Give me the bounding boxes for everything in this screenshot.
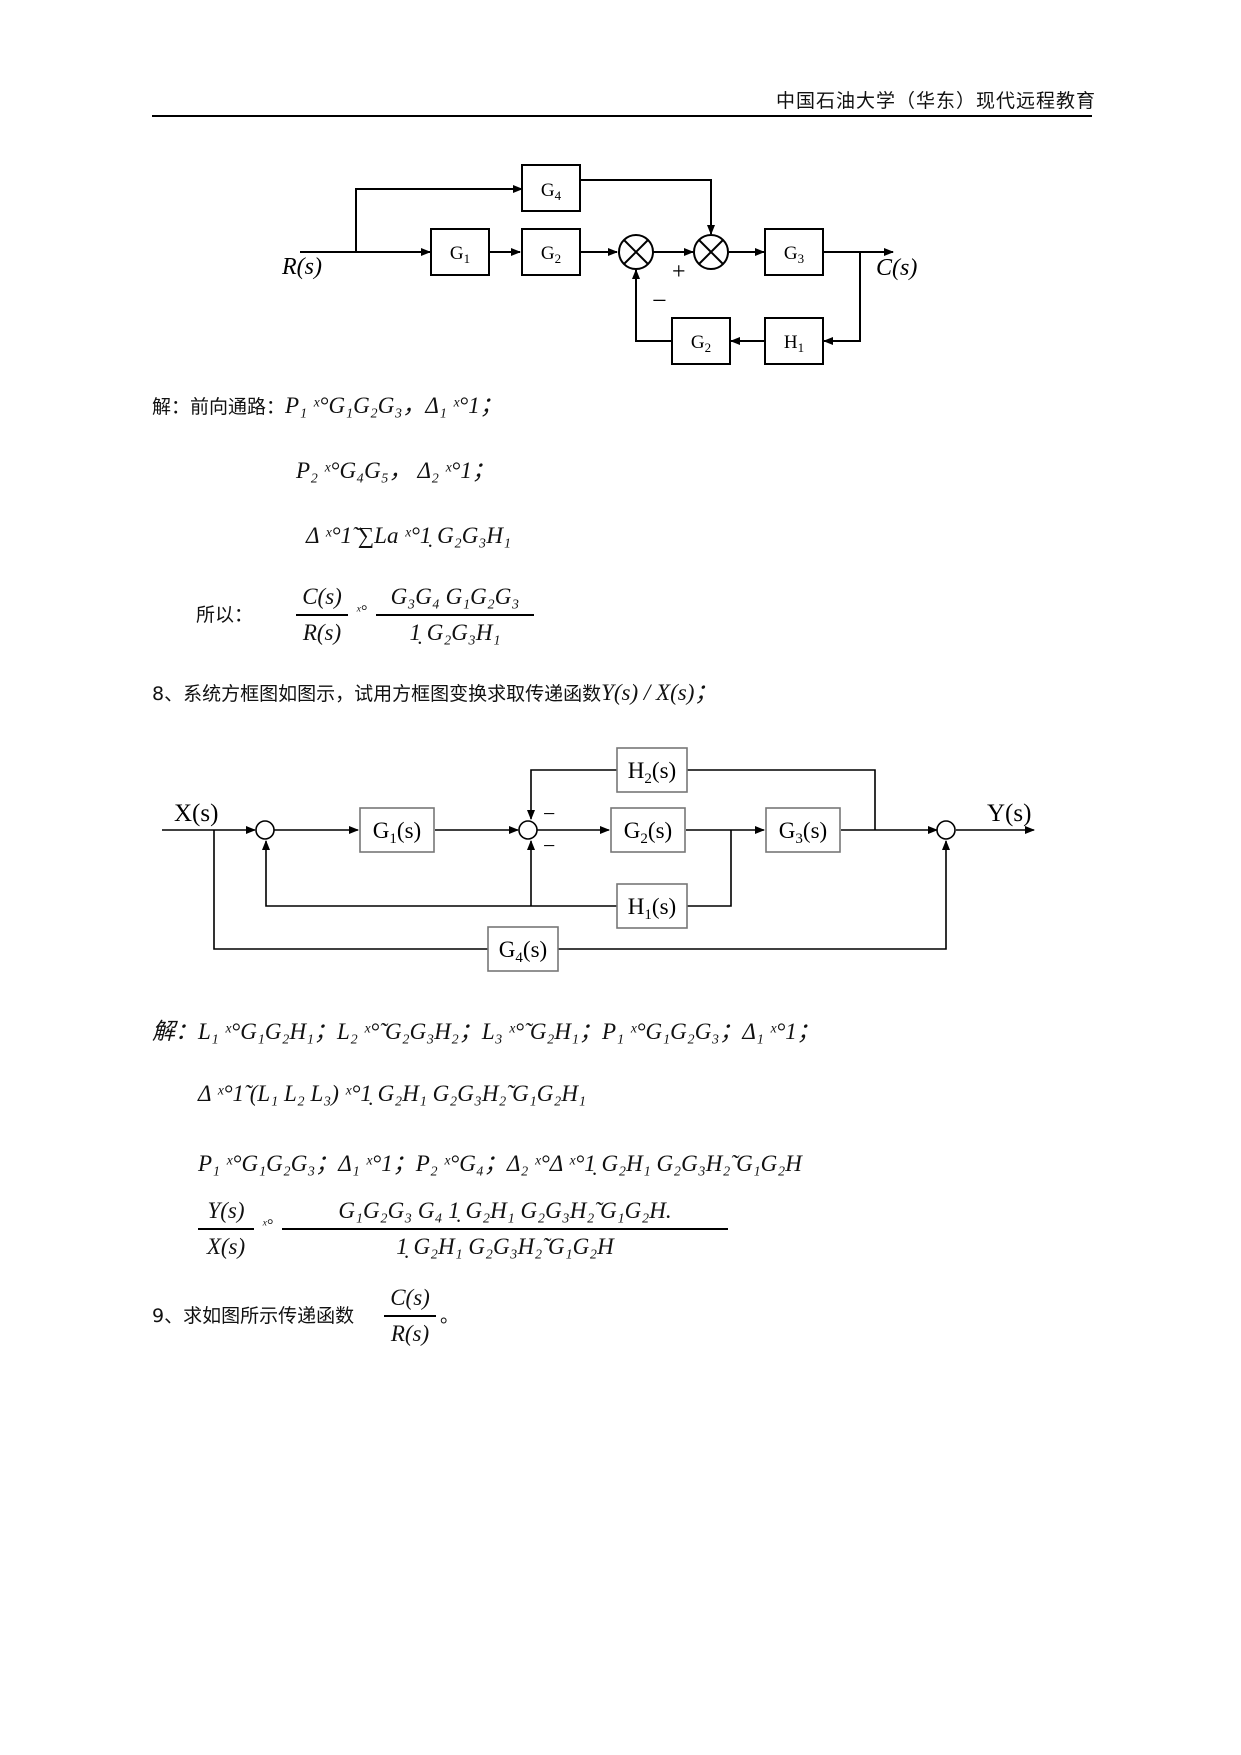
solution1-line2: P₂ ˣ°G₄G₅， Δ₂ ˣ°1； xyxy=(296,458,495,483)
block-g4s-label: G4(s) xyxy=(499,937,547,966)
page-header: 中国石油大学（华东）现代远程教育 xyxy=(775,90,1096,112)
minus-sign: − xyxy=(652,286,667,315)
solution1-line1: 解：前向通路：P₁ ˣ°G₁G₂G₃，Δ₁ ˣ°1； xyxy=(152,392,503,421)
block-g4-label: G4 xyxy=(541,180,562,203)
input-label-xs: X(s) xyxy=(174,800,218,827)
output-label: C(s) xyxy=(876,255,917,281)
block-g3s-label: G3(s) xyxy=(779,818,827,847)
solution2-frac-rhs: G₁G₂G₃ G₄ 1̣ G₂H₁ G₂G₃H₂̃ G₁G₂H.1̣ G₂H₁ … xyxy=(282,1196,728,1262)
solution1-so-label: 所以： xyxy=(196,604,254,626)
block-h1s-label: H1(s) xyxy=(628,894,676,923)
solution2-frac-eq: ˣ° xyxy=(262,1217,273,1234)
minus-sign-top: − xyxy=(543,801,555,826)
output-label-ys: Y(s) xyxy=(987,800,1031,827)
solution1-p1: P₁ ˣ°G₁G₂G₃，Δ₁ ˣ°1； xyxy=(285,393,503,418)
solution1-frac-eq: ˣ° xyxy=(356,603,367,620)
block-g2-label: G2 xyxy=(541,243,561,266)
solution1-label: 解：前向通路： xyxy=(152,396,286,418)
solution2-line1: 解：L₁ ˣ°G₁G₂H₁；L₂ ˣ°̃ G₂G₃H₂；L₃ ˣ°̃ G₂H₁；… xyxy=(152,1019,820,1044)
solution2-line2: Δ ˣ°1̃ (L₁ L₂ L₃) ˣ°1̣ G₂H₁ G₂G₃H₂̃ G₁G₂… xyxy=(198,1081,586,1106)
block-g2-feedback-label: G2 xyxy=(691,332,711,355)
block-h1-label: H1 xyxy=(784,332,804,355)
block-g2s-label: G2(s) xyxy=(624,818,672,847)
header-rule xyxy=(152,115,1092,117)
question8: 8、系统方框图如图示，试用方框图变换求取传递函数Y(s) / X(s)； xyxy=(152,679,717,708)
solution2-frac-lhs: Y(s)X(s) xyxy=(198,1196,254,1262)
minus-sign-bottom: − xyxy=(543,833,555,858)
plus-sign: + xyxy=(672,259,686,285)
block-g1s-label: G1(s) xyxy=(373,818,421,847)
question8-formula: Y(s) / X(s)； xyxy=(601,680,718,705)
question8-text: 8、系统方框图如图示，试用方框图变换求取传递函数 xyxy=(152,683,602,705)
block-g3-label: G3 xyxy=(784,243,804,266)
block-h2s-label: H2(s) xyxy=(628,758,676,787)
block-diagram-1: G4 G1 G2 G3 G2 H1 R(s) C(s) + − xyxy=(281,164,917,365)
question9-end: 。 xyxy=(440,1305,460,1327)
block-diagram-2: G1(s) G2(s) G3(s) H2(s) H1(s) G4(s) X(s)… xyxy=(162,747,1035,972)
question9-frac: C(s)R(s) xyxy=(384,1283,436,1349)
input-label: R(s) xyxy=(281,254,322,280)
solution1-frac-lhs: C(s)R(s) xyxy=(296,582,348,648)
solution1-line3: Δ ˣ°1̃ ∑La ˣ°1̣ G₂G₃H₁ xyxy=(306,523,511,548)
solution2-line3: P₁ ˣ°G₁G₂G₃；Δ₁ ˣ°1；P₂ ˣ°G₄；Δ₂ ˣ°Δ ˣ°1̣ G… xyxy=(198,1151,802,1176)
block-g1-label: G1 xyxy=(450,243,470,266)
question9-text: 9、求如图所示传递函数 xyxy=(152,1305,355,1327)
